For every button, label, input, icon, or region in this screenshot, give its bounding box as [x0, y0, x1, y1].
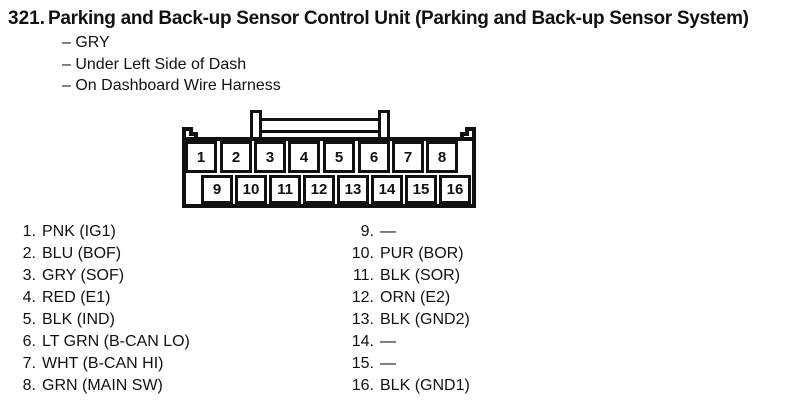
- pin-number: 3.: [22, 267, 36, 284]
- page-title: Parking and Back-up Sensor Control Unit …: [48, 8, 749, 29]
- connector-diagram: 1 2 3 4 5 6 7 8 9 10 11 12 13 14 15 16: [182, 108, 476, 208]
- pin-list-right: 9. — 10. PUR (BOR) 11. BLK (SOR) 12. ORN (E2…: [346, 221, 470, 397]
- pin-number: 12.: [351, 289, 374, 306]
- pin-list-item: 11. BLK (SOR): [346, 265, 470, 287]
- pin-cavity-12: 12: [303, 175, 335, 204]
- pin-list-item: 9. —: [346, 221, 470, 243]
- pin-list-item: 12. ORN (E2): [346, 287, 470, 309]
- pin-list-item: 7. WHT (B-CAN HI): [12, 353, 190, 375]
- pin-number: 13.: [351, 311, 374, 328]
- pin-cavity-15: 15: [405, 175, 437, 204]
- pin-list-item: 13. BLK (GND2): [346, 309, 470, 331]
- pin-number: 1.: [22, 223, 36, 240]
- pin-list-item: 5. BLK (IND): [12, 309, 190, 331]
- pin-number: 7.: [22, 355, 36, 372]
- pin-list-item: 3. GRY (SOF): [12, 265, 190, 287]
- connector-corner-step-left: [189, 132, 198, 141]
- pin-list-item: 1. PNK (IG1): [12, 221, 190, 243]
- pin-cavity-5: 5: [323, 141, 355, 173]
- pin-label: WHT (B-CAN HI): [42, 355, 164, 372]
- pin-label: LT GRN (B-CAN LO): [42, 333, 190, 350]
- pin-list-item: 14. —: [346, 331, 470, 353]
- pin-cavity-2: 2: [220, 141, 252, 173]
- pin-number: 16.: [351, 377, 374, 394]
- pin-cavity-7: 7: [392, 141, 424, 173]
- pin-list-item: 10. PUR (BOR): [346, 243, 470, 265]
- pin-label: GRN (MAIN SW): [42, 377, 163, 394]
- pin-cavity-16: 16: [439, 175, 471, 204]
- pin-list-item: 8. GRN (MAIN SW): [12, 375, 190, 397]
- pin-label: BLK (GND1): [380, 377, 470, 394]
- pin-number: 14.: [351, 333, 374, 350]
- pin-list-item: 2. BLU (BOF): [12, 243, 190, 265]
- pin-number: 10.: [351, 245, 374, 262]
- pin-cavity-4: 4: [288, 141, 320, 173]
- pin-label: BLK (IND): [42, 311, 115, 328]
- pin-label: ORN (E2): [380, 289, 451, 306]
- pin-number: 11.: [352, 267, 374, 284]
- pin-label: BLU (BOF): [42, 245, 122, 262]
- pin-number: 9.: [360, 223, 374, 240]
- section-number: 321.: [8, 8, 45, 29]
- pin-number: 8.: [22, 377, 36, 394]
- pin-cavity-6: 6: [358, 141, 390, 173]
- pin-label: —: [380, 355, 396, 372]
- pin-number: 5.: [22, 311, 36, 328]
- connector-corner-step-right: [460, 132, 469, 141]
- pin-cavity-11: 11: [269, 175, 301, 204]
- pin-cavity-8: 8: [426, 141, 458, 173]
- connector-notes: – GRY – Under Left Side of Dash – On Das…: [62, 34, 281, 94]
- pin-cavity-13: 13: [337, 175, 369, 204]
- pin-label: PNK (IG1): [42, 223, 116, 240]
- pin-label: —: [380, 333, 396, 350]
- pin-cavity-9: 9: [201, 175, 233, 204]
- pin-list-left: 1. PNK (IG1) 2. BLU (BOF) 3. GRY (SOF) 4. RE…: [12, 221, 190, 397]
- pin-list-item: 6. LT GRN (B-CAN LO): [12, 331, 190, 353]
- pin-list-item: 4. RED (E1): [12, 287, 190, 309]
- pin-number: 2.: [22, 245, 36, 262]
- pin-list-item: 15. —: [346, 353, 470, 375]
- pin-number: 4.: [22, 289, 36, 306]
- pin-label: PUR (BOR): [380, 245, 464, 262]
- pin-list-item: 16. BLK (GND1): [346, 375, 470, 397]
- pin-number: 6.: [22, 333, 36, 350]
- pin-label: BLK (GND2): [380, 311, 470, 328]
- pin-label: —: [380, 223, 396, 240]
- pin-number: 15.: [351, 355, 374, 372]
- pin-label: GRY (SOF): [42, 267, 125, 284]
- pin-cavity-1: 1: [185, 141, 217, 173]
- pin-cavity-3: 3: [254, 141, 286, 173]
- pin-label: BLK (SOR): [380, 267, 461, 284]
- pin-cavity-10: 10: [235, 175, 267, 204]
- connector-latch-bar: [254, 118, 386, 133]
- pin-label: RED (E1): [42, 289, 111, 306]
- pin-cavity-14: 14: [371, 175, 403, 204]
